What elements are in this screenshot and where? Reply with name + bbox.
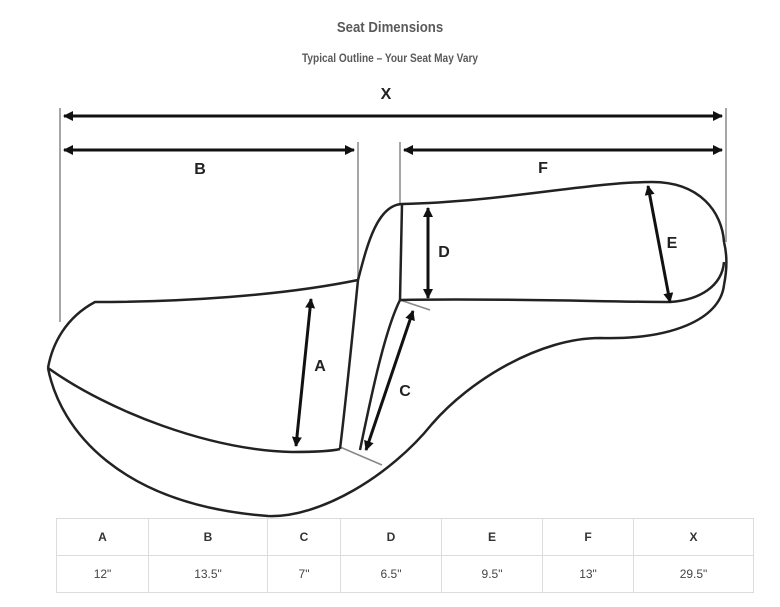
seat-outline-diagram: X B F A C D E — [46, 86, 728, 518]
table-header-row: A B C D E F X — [56, 518, 754, 556]
table-cell: 13.5" — [148, 555, 268, 593]
table-cell: 9.5" — [441, 555, 543, 593]
table-header-cell: F — [542, 518, 634, 556]
dimension-f-label: F — [538, 160, 548, 177]
dimension-c-label: C — [399, 383, 411, 400]
table-header-cell: A — [56, 518, 149, 556]
dimension-arrows — [63, 111, 723, 451]
table-header-cell: B — [148, 518, 268, 556]
dimensions-table: A B C D E F X 12" 13.5" 7" 6.5" 9.5" 13"… — [56, 518, 754, 593]
seat-outline — [46, 180, 728, 518]
table-cell: 29.5" — [633, 555, 754, 593]
page-subtitle: Typical Outline – Your Seat May Vary — [301, 53, 479, 65]
table-cell: 7" — [267, 555, 341, 593]
table-header-cell: X — [633, 518, 754, 556]
table-cell: 12" — [56, 555, 149, 593]
dimension-d-label: D — [438, 244, 450, 261]
dimension-e-label: E — [667, 235, 678, 252]
table-header-cell: C — [267, 518, 341, 556]
dimension-c-arrow — [364, 310, 415, 451]
table-header-cell: E — [441, 518, 543, 556]
dimension-a-label: A — [314, 358, 326, 375]
dimension-b-label: B — [194, 161, 206, 178]
dimension-a-arrow — [291, 298, 316, 447]
table-cell: 6.5" — [340, 555, 442, 593]
dimension-x-label: X — [381, 86, 392, 103]
page-title: Seat Dimensions — [336, 19, 444, 36]
table-row: 12" 13.5" 7" 6.5" 9.5" 13" 29.5" — [56, 555, 754, 593]
table-header-cell: D — [340, 518, 442, 556]
table-cell: 13" — [542, 555, 634, 593]
extension-lines — [59, 108, 727, 466]
dimension-e-arrow — [644, 185, 674, 303]
